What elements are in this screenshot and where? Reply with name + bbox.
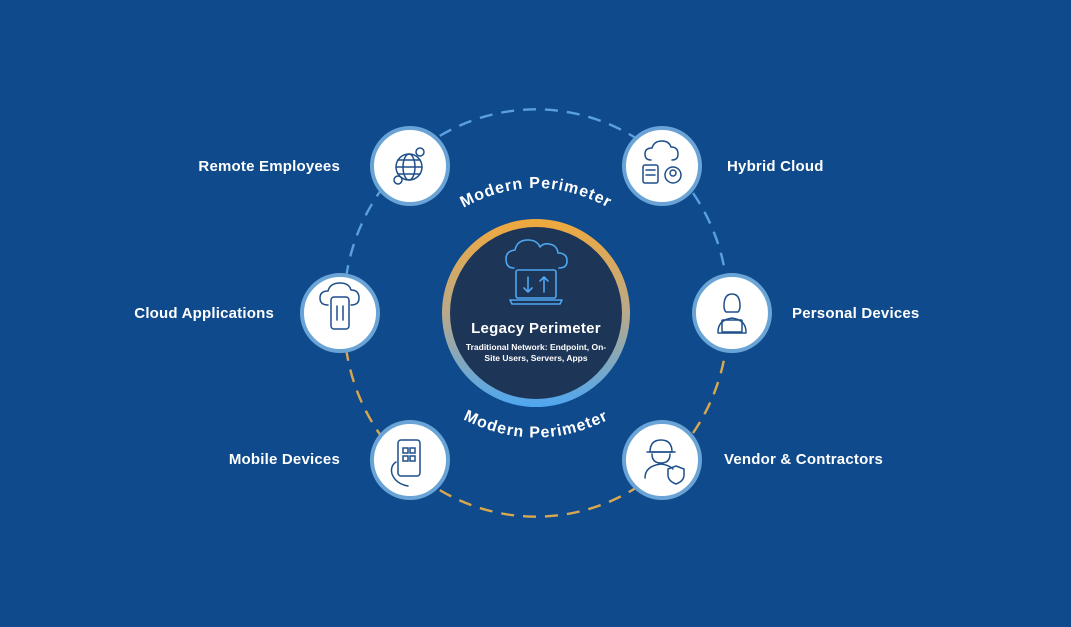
label-hybrid-cloud: Hybrid Cloud: [727, 158, 824, 175]
node-personal-devices[interactable]: [692, 273, 772, 353]
legacy-perimeter-circle: [442, 219, 630, 407]
node-mobile-devices[interactable]: [370, 420, 450, 500]
node-remote-employees[interactable]: [370, 126, 450, 206]
ring-dash-upper: [344, 108, 728, 279]
cloud-phone-icon: [319, 282, 360, 330]
ring-label-bottom: Modern Perimeter: [461, 407, 611, 441]
label-vendor-contractors: Vendor & Contractors: [724, 451, 884, 468]
label-cloud-applications: Cloud Applications: [134, 305, 274, 322]
person-laptop-icon: [717, 293, 747, 334]
globe-users-icon: [393, 147, 425, 185]
worker-shield-icon: [644, 439, 685, 485]
node-vendor-contractors[interactable]: [622, 420, 702, 500]
modern-perimeter-ring: [344, 108, 728, 518]
ring-dash-lower: [344, 347, 728, 518]
label-personal-devices: Personal Devices: [792, 305, 920, 322]
cloud-laptop-transfer-icon: [505, 239, 568, 305]
ring-label-top: Modern Perimeter: [458, 175, 615, 211]
node-cloud-applications[interactable]: [300, 273, 380, 353]
center-title: Legacy Perimeter: [471, 320, 601, 337]
node-hybrid-cloud[interactable]: [622, 126, 702, 206]
label-remote-employees: Remote Employees: [198, 158, 340, 175]
center-description: Traditional Network: Endpoint, On-Site U…: [465, 342, 607, 363]
cloud-server-user-icon: [642, 140, 682, 184]
phone-hand-icon: [390, 439, 421, 487]
label-mobile-devices: Mobile Devices: [228, 451, 340, 468]
